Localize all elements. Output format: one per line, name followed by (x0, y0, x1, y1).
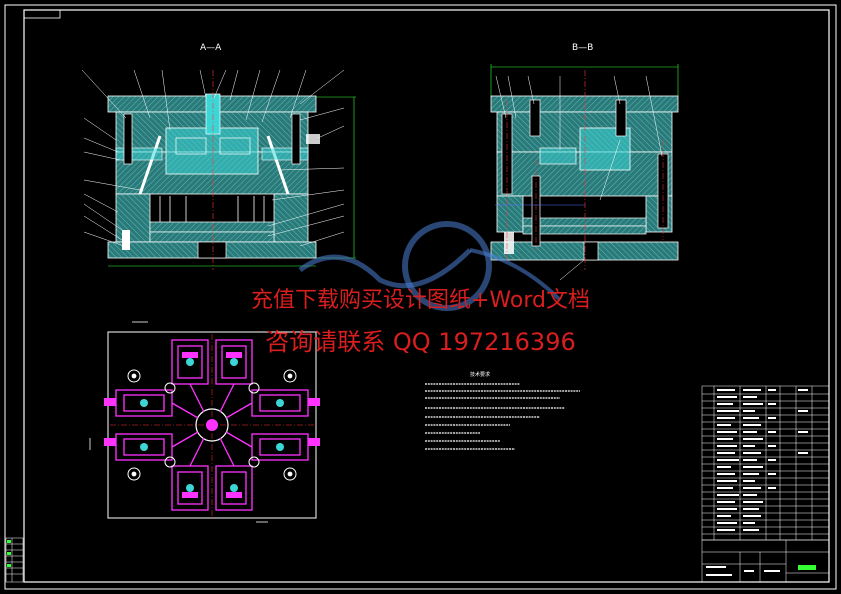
watermark-logo (298, 221, 562, 311)
watermark-line-1: 充值下载购买设计图纸+Word文档 (251, 288, 590, 313)
plan-view (89, 321, 320, 523)
section-b-label: B—B (572, 43, 593, 53)
binding-margin-table (5, 537, 24, 583)
parts-list-text-marks (717, 389, 808, 531)
section-b-view: B—B (490, 43, 679, 281)
parts-list-table (701, 385, 830, 541)
title-block (701, 539, 830, 583)
section-a-label: A—A (200, 43, 222, 53)
technical-notes: 技术要求 (425, 371, 580, 450)
drawing-border (4, 4, 837, 590)
notes-title: 技术要求 (470, 371, 490, 378)
section-a-view: A—A (81, 43, 356, 270)
watermark-line-2: 咨询请联系 QQ 197216396 (265, 328, 576, 356)
